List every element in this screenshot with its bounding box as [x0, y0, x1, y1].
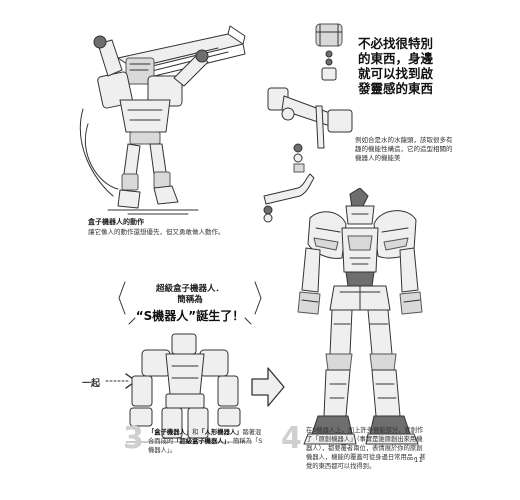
step-3-term-box-robot: 「盒子機器人」	[148, 429, 193, 436]
step-3-connector: 和	[192, 429, 199, 436]
step-3-end: ，簡稱為「S機器人」。	[148, 438, 263, 454]
faucet-parts-illustration	[263, 23, 353, 223]
banner-headline: “S機器人”誕生了！	[135, 309, 245, 323]
step-3-term-super-box-robot: 「超級盒子機器人」	[173, 438, 227, 445]
caption-left-title: 盒子機器人的動作	[88, 218, 144, 226]
caption-left-text: 讓它像人的動作還想優先，但又勇敢做人動作。	[88, 228, 225, 236]
step-3-text: 「盒子機器人」和「人形機器人」踏著混合而成的「超級盒子機器人」，簡稱為「S機器人…	[148, 428, 266, 455]
banner-line-2: 簡稱為	[177, 295, 203, 305]
callout-title: 不必找很特別的東西，身邊就可以找到啟發靈感的東西	[358, 36, 434, 96]
page-number: 11	[414, 456, 423, 464]
step-3-number: 3	[123, 421, 144, 456]
together-label: 一起	[82, 379, 101, 389]
original-robot-illustration	[297, 188, 423, 445]
banner-line-1: 超級盒子機器人．	[155, 284, 224, 294]
step-4-text: 在S機器人上，加上許多機能部分，就創作了「原創機器人」（事實是誰原創出來用機器人…	[306, 427, 426, 470]
big-transform-arrow	[251, 367, 285, 407]
step-3-term-humanoid-robot: 「人形機器人」	[198, 429, 243, 436]
box-robot-action-illustration	[79, 25, 246, 215]
step-3-mid: 踏著混合而成的	[148, 429, 262, 445]
banner-burst-marks	[118, 281, 262, 325]
step-4-number: 4	[281, 421, 302, 456]
s-robot-sketch	[126, 333, 245, 443]
callout-note: 例如合是水的水龍頭，該取很多有趣的機能性構造，它的造型相關的機器人的機能美	[355, 136, 453, 162]
